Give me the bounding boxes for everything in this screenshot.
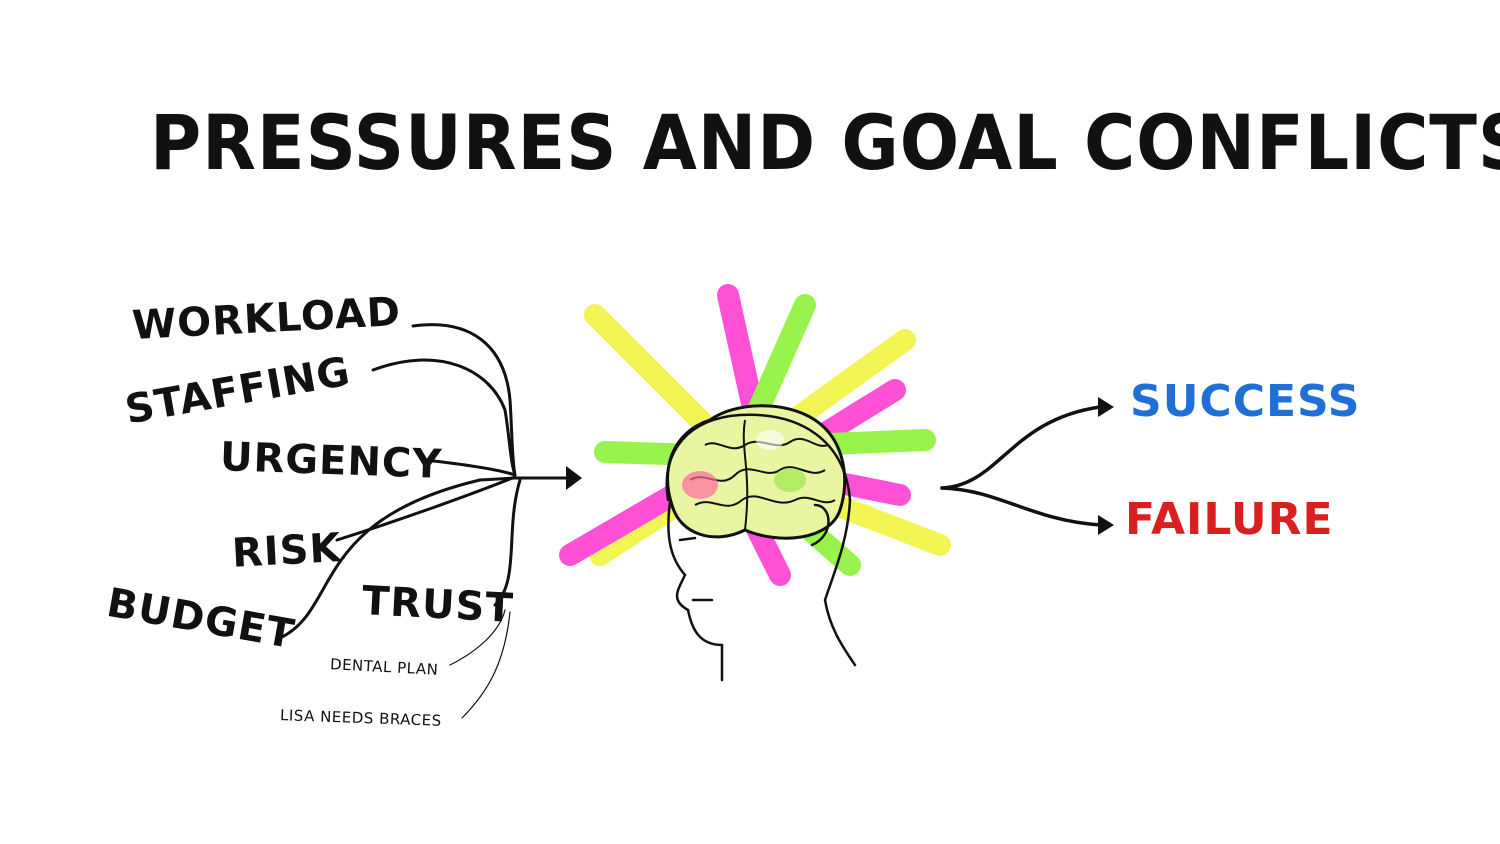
thin-braces	[461, 611, 511, 719]
arrow-staffing	[371, 358, 517, 477]
brain-icon	[666, 404, 847, 540]
label-trust: TRUST	[360, 578, 515, 632]
pressure-arrows	[278, 323, 572, 719]
arrow-urgency	[423, 458, 517, 477]
outcome-success: SUCCESS	[1130, 376, 1361, 427]
thin-dental	[449, 609, 506, 666]
label-risk: RISK	[230, 525, 343, 577]
arrow-workload	[411, 323, 517, 477]
arrow-risk	[335, 475, 517, 542]
stroke-yellow-1	[584, 304, 716, 436]
arrow-trust	[493, 478, 522, 607]
head-icon	[665, 413, 857, 682]
outcome-arrows	[940, 405, 1102, 527]
arrowhead-failure	[1098, 515, 1114, 535]
arrow-to-success	[940, 405, 1102, 490]
arrowhead-success	[1098, 397, 1114, 417]
arrow-budget	[278, 476, 517, 640]
outcome-failure: FAILURE	[1125, 494, 1334, 545]
arrow-to-failure	[940, 486, 1102, 527]
arrowhead-main	[566, 466, 582, 490]
label-urgency: URGENCY	[219, 434, 443, 488]
